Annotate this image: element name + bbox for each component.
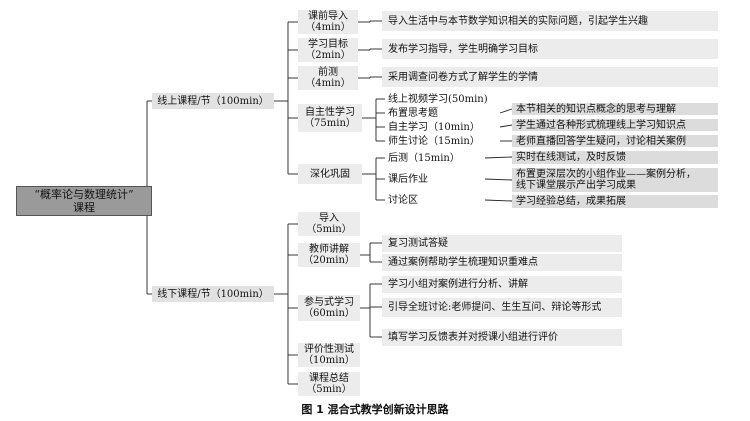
- sub-thinking-question: 布置思考题: [385, 107, 500, 120]
- leaf-post-test: 实时在线测试，及时反馈: [512, 151, 718, 164]
- sub-video-study: 线上视频学习(50min): [385, 93, 500, 106]
- node-summary: 课程总结 （5min）: [298, 372, 360, 396]
- branch-offline: 线下课程/节（100min）: [152, 286, 274, 302]
- desc-lecture-1: 复习测试答疑: [382, 235, 622, 252]
- root-node: “概率论与数理统计” 课程: [16, 186, 152, 216]
- sub-discussion: 师生讨论（15min）: [385, 135, 500, 148]
- node-offline-intro: 导入 （5min）: [298, 212, 360, 236]
- desc-lecture-2: 通过案例帮助学生梳理知识重难点: [382, 254, 622, 271]
- sub-self-learning: 自主学习（10min）: [385, 121, 500, 134]
- sub-homework: 课后作业: [385, 172, 485, 186]
- desc-pre-test: 采用调查问卷方式了解学生的学情: [382, 67, 718, 87]
- sub-forum: 讨论区: [385, 193, 485, 207]
- connector: [484, 178, 513, 181]
- node-teacher-lecture: 教师讲解 （20min）: [298, 243, 360, 267]
- node-evaluation-test: 评价性测试 （10min）: [298, 343, 360, 367]
- connector: [499, 124, 513, 128]
- node-pre-intro: 课前导入 （4min）: [298, 10, 358, 34]
- leaf-forum: 学习经验总结，成果拓展: [512, 195, 718, 208]
- node-participatory: 参与式学习 （60min）: [298, 295, 360, 321]
- leaf-homework: 布置更深层次的小组作业——案例分析， 线下课堂展示产出学习成果: [512, 168, 718, 192]
- figure-caption: 图 1 混合式教学创新设计思路: [301, 403, 449, 416]
- node-self-study: 自主性学习 （75min）: [298, 104, 362, 132]
- desc-learning-goal: 发布学习指导，学生明确学习目标: [382, 39, 718, 59]
- connector: [499, 108, 513, 114]
- leaf-self-learning: 学生通过各种形式梳理线上学习知识点: [512, 119, 718, 131]
- node-deepen: 深化巩固: [298, 164, 362, 184]
- leaf-thinking-question: 本节相关的知识点概念的思考与理解: [512, 103, 718, 115]
- connector: [484, 156, 513, 159]
- connector: [484, 199, 513, 202]
- leaf-discussion: 老师直播回答学生疑问，讨论相关案例: [512, 135, 718, 147]
- sub-post-test: 后测（15min）: [385, 151, 485, 165]
- desc-participatory-1: 学习小组对案例进行分析、讲解: [382, 276, 622, 293]
- desc-participatory-2: 引导全班讨论:老师提问、生生互问、辩论等形式: [382, 298, 622, 317]
- node-learning-goal: 学习目标 （2min）: [298, 38, 358, 62]
- desc-participatory-3: 填写学习反馈表并对授课小组进行评价: [382, 329, 622, 346]
- node-pre-test: 前测 （4min）: [298, 66, 358, 90]
- desc-pre-intro: 导入生活中与本节数学知识相关的实际问题，引起学生兴趣: [382, 11, 718, 31]
- branch-online: 线上课程/节（100min）: [152, 93, 274, 109]
